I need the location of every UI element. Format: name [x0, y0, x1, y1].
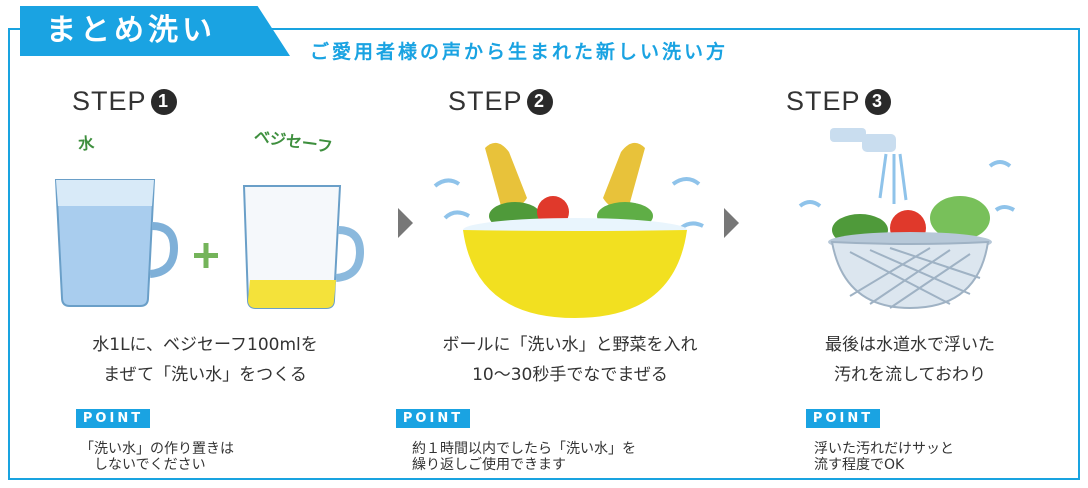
- step2-point-badge: POINT: [396, 409, 470, 428]
- step1-title: STEP 1: [72, 86, 177, 117]
- step1-label: STEP: [72, 86, 147, 116]
- plus-icon: [194, 243, 218, 268]
- vegisafe-jug-icon: [242, 185, 365, 309]
- splash-icon: [433, 177, 704, 230]
- step2-description: ボールに「洗い水」と野菜を入れ 10〜30秒手でなでまぜる: [410, 330, 730, 390]
- triangle-right-icon: [398, 208, 413, 238]
- step3-desc-line1: 最後は水道水で浮いた: [825, 335, 995, 355]
- step3-label: STEP: [786, 86, 861, 116]
- page-subtitle: ご愛用者様の声から生まれた新しい洗い方: [310, 41, 729, 63]
- step2-illustration: [433, 142, 704, 318]
- step1-description: 水1Lに、ベジセーフ100mlを まぜて「洗い水」をつくる: [55, 330, 355, 390]
- triangle-right-icon-2: [724, 208, 739, 238]
- step1-number: 1: [150, 88, 177, 115]
- step1-desc-line2: まぜて「洗い水」をつくる: [103, 365, 307, 385]
- step3-number: 3: [864, 88, 891, 115]
- step2-desc-line2: 10〜30秒手でなでまぜる: [472, 365, 668, 385]
- faucet-icon: [830, 128, 908, 204]
- colander-icon: [828, 232, 992, 310]
- step2-number: 2: [526, 88, 553, 115]
- splash-icon-3: [798, 160, 1016, 212]
- bowl-icon: [463, 218, 687, 318]
- step2-point-text: 約１時間以内でしたら「洗い水」を 繰り返しご使用できます: [412, 441, 636, 473]
- water-label: 水: [77, 133, 95, 154]
- step2-title: STEP 2: [448, 86, 553, 117]
- step2-label: STEP: [448, 86, 523, 116]
- step3-illustration: [798, 128, 1016, 310]
- step2-desc-line1: ボールに「洗い水」と野菜を入れ: [442, 335, 698, 355]
- glove-icon: [485, 142, 645, 209]
- step3-title: STEP 3: [786, 86, 891, 117]
- step3-description: 最後は水道水で浮いた 汚れを流しておわり: [770, 330, 1050, 390]
- step1-point-text: 「洗い水」の作り置きは しないでください: [80, 441, 234, 473]
- step3-point-text: 浮いた汚れだけサッと 流す程度でOK: [814, 441, 954, 473]
- step1-point-badge: POINT: [76, 409, 150, 428]
- water-jug-icon: [54, 179, 179, 307]
- step1-desc-line1: 水1Lに、ベジセーフ100mlを: [92, 335, 318, 355]
- title-tab: まとめ洗い: [20, 6, 290, 56]
- content-frame: [8, 28, 1080, 480]
- step1-illustration: [54, 179, 365, 309]
- step3-point-badge: POINT: [806, 409, 880, 428]
- step3-desc-line2: 汚れを流しておわり: [834, 365, 986, 385]
